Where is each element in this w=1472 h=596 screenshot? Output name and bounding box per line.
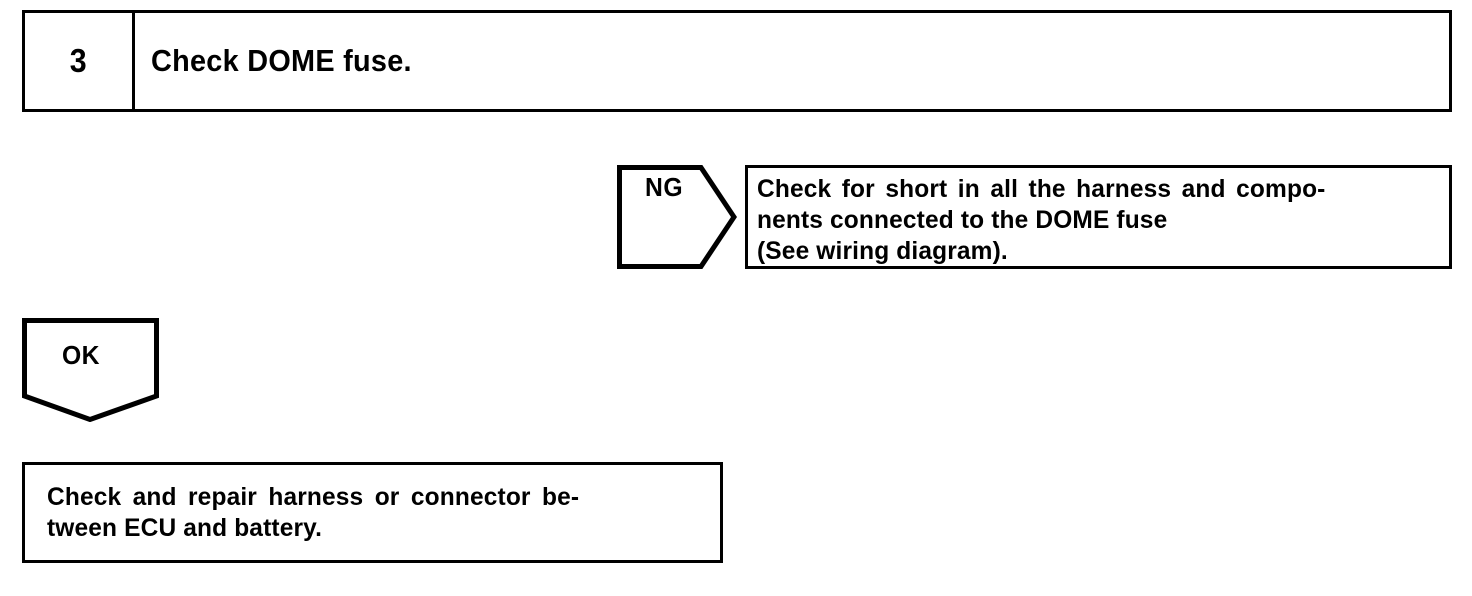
step-header-row: 3 Check DOME fuse.	[22, 10, 1452, 112]
step-title-cell: Check DOME fuse.	[135, 13, 1449, 109]
step-number-cell: 3	[25, 13, 135, 109]
ng-branch-label: NG	[645, 172, 683, 202]
ng-result-box: Check for short in all the harness and c…	[745, 165, 1452, 269]
ok-result-box: Check and repair harness or connector be…	[22, 462, 723, 563]
ok-branch-label: OK	[62, 340, 100, 370]
ng-arrow-connector	[617, 165, 737, 269]
ng-result-line-2: nents connected to the DOME fuse	[757, 206, 1168, 234]
ok-arrow-connector	[22, 318, 159, 422]
step-number: 3	[70, 42, 87, 79]
step-title: Check DOME fuse.	[151, 43, 412, 78]
ok-result-line-2: tween ECU and battery.	[47, 514, 323, 542]
ok-result-line-1: Check and repair harness or connector be…	[47, 483, 580, 511]
ng-result-line-3: (See wiring diagram).	[757, 237, 1008, 265]
ng-result-line-1: Check for short in all the harness and c…	[757, 175, 1326, 203]
